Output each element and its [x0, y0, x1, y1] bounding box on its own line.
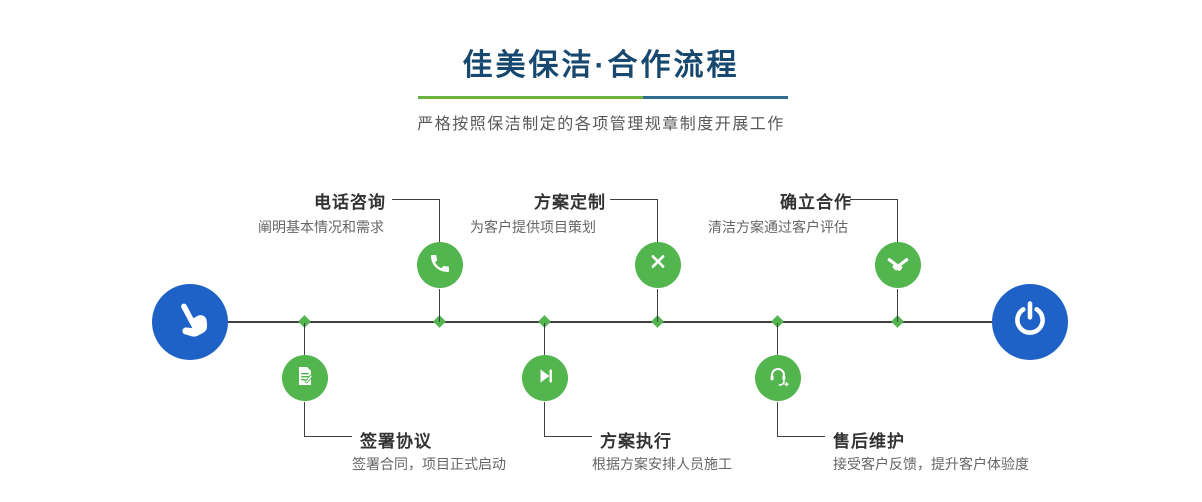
connector-line: [439, 289, 440, 322]
step-description: 阐明基本情况和需求: [258, 219, 384, 235]
timeline-end-circle: [992, 284, 1068, 360]
step-description: 根据方案安排人员施工: [592, 456, 732, 472]
step-circle-handshake: [875, 242, 921, 288]
step-title: 签署协议: [360, 432, 432, 451]
connector-line: [544, 436, 592, 437]
handshake-icon: [885, 250, 911, 281]
step-description: 签署合同，项目正式启动: [352, 456, 506, 472]
connector-line: [610, 199, 658, 200]
step-circle-contract: [282, 355, 328, 401]
connector-line: [304, 323, 305, 355]
step-circle-design: [635, 242, 681, 288]
connector-line: [657, 199, 658, 243]
pointing-hand-icon: [169, 299, 211, 346]
connector-line: [544, 402, 545, 437]
connector-line: [304, 436, 352, 437]
play-next-icon: [533, 364, 557, 393]
connector-line: [439, 199, 440, 243]
page-subtitle: 严格按照保洁制定的各项管理规章制度开展工作: [417, 116, 785, 133]
connector-line: [657, 289, 658, 322]
connector-line: [304, 402, 305, 437]
timeline-start-circle: [152, 284, 228, 360]
connector-line: [777, 436, 825, 437]
title-divider: [418, 96, 788, 99]
step-title: 确立合作: [780, 193, 852, 212]
design-tools-icon: [646, 251, 670, 280]
step-description: 为客户提供项目策划: [470, 219, 596, 235]
step-title: 售后维护: [833, 432, 905, 451]
step-description: 接受客户反馈，提升客户体验度: [833, 456, 1029, 472]
step-title: 方案定制: [534, 193, 606, 212]
divider-green-segment: [418, 96, 643, 99]
connector-line: [897, 199, 898, 243]
page-title: 佳美保洁·合作流程: [462, 49, 740, 82]
connector-line: [544, 323, 545, 355]
connector-line: [392, 199, 440, 200]
power-icon: [1009, 299, 1051, 346]
step-title: 方案执行: [600, 432, 672, 451]
step-circle-phone: [417, 242, 463, 288]
timeline-line: [190, 321, 1030, 323]
step-circle-support: [755, 355, 801, 401]
phone-icon: [428, 251, 452, 280]
connector-line: [777, 323, 778, 355]
connector-line: [897, 289, 898, 322]
customer-service-icon: [766, 364, 790, 393]
connector-line: [850, 199, 898, 200]
step-description: 清洁方案通过客户评估: [708, 219, 848, 235]
contract-icon: [293, 364, 317, 393]
step-circle-execute: [522, 355, 568, 401]
step-title: 电话咨询: [314, 193, 386, 212]
connector-line: [777, 402, 778, 437]
divider-blue-segment: [643, 96, 788, 99]
